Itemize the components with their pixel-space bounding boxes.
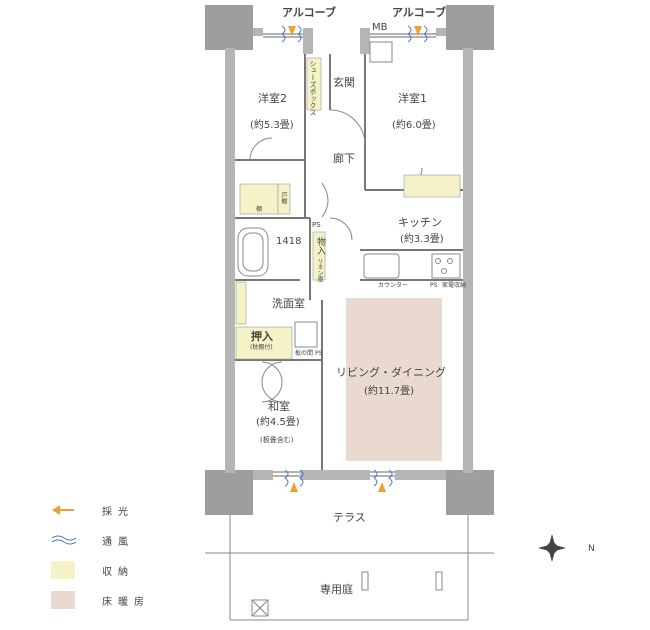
label-western1-size: (約6.0畳) bbox=[392, 120, 436, 131]
outer-walls bbox=[225, 28, 473, 480]
label-western1-name: 洋室1 bbox=[398, 92, 427, 105]
label-oshiire-sub: (枕棚付) bbox=[250, 344, 273, 351]
label-terrace: テラス bbox=[333, 511, 366, 524]
label-washroom: 洗面室 bbox=[272, 297, 305, 310]
label-shelf: 棚 bbox=[256, 206, 263, 213]
label-alcove-right: アルコーブ bbox=[392, 6, 447, 19]
label-living-size: (約11.7畳) bbox=[364, 386, 415, 397]
label-closet-small: 戸棚 bbox=[280, 192, 287, 204]
interior-walls bbox=[235, 54, 463, 470]
label-itano: 板の間 bbox=[295, 350, 314, 357]
legend-storage-label: 収納 bbox=[102, 567, 134, 578]
label-oshiire: 押入 bbox=[251, 330, 273, 343]
label-genkan: 玄関 bbox=[333, 76, 355, 89]
wind-icon bbox=[51, 535, 76, 545]
label-corridor: 廊下 bbox=[333, 152, 355, 165]
label-ps-kitchen: PS bbox=[430, 282, 438, 289]
pillar-top-right bbox=[446, 5, 494, 50]
legend-storage: 収納 bbox=[50, 560, 210, 580]
label-garden: 専用庭 bbox=[320, 583, 353, 596]
light-arrows bbox=[288, 26, 422, 492]
compass-icon bbox=[538, 534, 566, 562]
legend-light-label: 採光 bbox=[102, 507, 134, 518]
label-shelf-kitchen: 家電収納 bbox=[442, 282, 467, 289]
floor-heating-area bbox=[346, 298, 442, 461]
label-compass-n: N bbox=[588, 544, 595, 554]
label-living-name: リビング・ダイニング bbox=[336, 366, 446, 379]
legend-floor-heating-label: 床暖房 bbox=[102, 597, 150, 608]
label-kitchen-size: (約3.3畳) bbox=[400, 234, 444, 245]
wind-marks bbox=[281, 25, 428, 487]
label-alcove-left: アルコーブ bbox=[282, 6, 337, 19]
label-washitsu-size: (約4.5畳) bbox=[256, 417, 300, 428]
pillar-bottom-left bbox=[205, 470, 253, 515]
storage-swatch-icon bbox=[51, 561, 75, 579]
label-bath-size: 1418 bbox=[276, 236, 302, 247]
legend-wind-label: 通風 bbox=[102, 537, 134, 548]
label-storage-vertical: 物入 bbox=[315, 237, 325, 255]
label-ps-mid: PS bbox=[315, 350, 323, 357]
label-washitsu-note: (板畳含む) bbox=[260, 436, 294, 444]
label-ps-top: PS bbox=[312, 221, 321, 229]
label-mb: MB bbox=[372, 22, 388, 33]
legend-light: 採光 bbox=[50, 500, 210, 520]
floor-heating-swatch-icon bbox=[51, 591, 75, 609]
label-linen: リネン庫 bbox=[316, 258, 323, 282]
storage-areas bbox=[235, 57, 461, 360]
pillar-top-left bbox=[205, 5, 253, 50]
pillar-bottom-right bbox=[446, 470, 494, 515]
legend-floor-heating: 床暖房 bbox=[50, 590, 210, 610]
label-kitchen-name: キッチン bbox=[398, 216, 442, 229]
label-shoebox: シューズボックス bbox=[309, 60, 317, 116]
light-arrow-icon bbox=[52, 505, 74, 515]
label-western2-size: (約5.3畳) bbox=[250, 120, 294, 131]
legend-wind: 通風 bbox=[50, 530, 210, 550]
label-counter: カウンター bbox=[378, 282, 409, 289]
label-washitsu-name: 和室 bbox=[268, 400, 290, 413]
terrace-garden bbox=[205, 515, 494, 621]
label-western2-name: 洋室2 bbox=[258, 92, 287, 105]
